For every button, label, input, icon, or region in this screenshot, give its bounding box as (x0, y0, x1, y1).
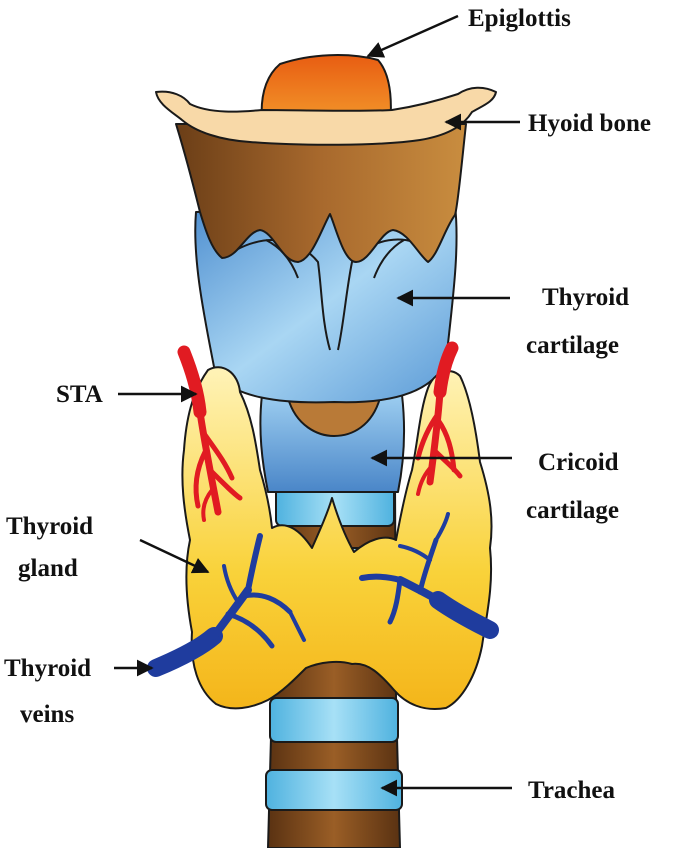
superior-thyroid-artery-right (415, 341, 463, 496)
label-thyroid-cartilage: Thyroid cartilage (526, 284, 635, 359)
arrow-epiglottis (366, 14, 459, 58)
trachea-ring (265, 769, 403, 811)
label-trachea: Trachea (528, 777, 616, 804)
label-epiglottis: Epiglottis (468, 5, 571, 32)
label-cricoid-cartilage: Cricoid cartilage (526, 449, 625, 524)
superior-thyroid-artery-left (177, 345, 243, 522)
thyroid-cartilage-top (175, 123, 467, 263)
thyroid-cartilage (194, 204, 458, 404)
arrow-thyroid-gland (139, 538, 210, 574)
epiglottis (260, 54, 392, 127)
label-thyroid-veins: Thyroid veins (4, 655, 97, 728)
label-sta: STA (56, 381, 103, 408)
cricoid-inner (287, 397, 381, 437)
label-hyoid-bone: Hyoid bone (528, 110, 651, 137)
trachea-ring (269, 697, 399, 743)
cricoid-cartilage (259, 394, 406, 493)
arrow-icon (114, 14, 520, 797)
label-thyroid-gland: Thyroid gland (6, 513, 99, 582)
hyoid-bone (155, 86, 497, 146)
thyroid-vein-left (147, 533, 306, 677)
thyroid-vein-right (359, 512, 499, 639)
thyroid-gland (181, 366, 493, 710)
